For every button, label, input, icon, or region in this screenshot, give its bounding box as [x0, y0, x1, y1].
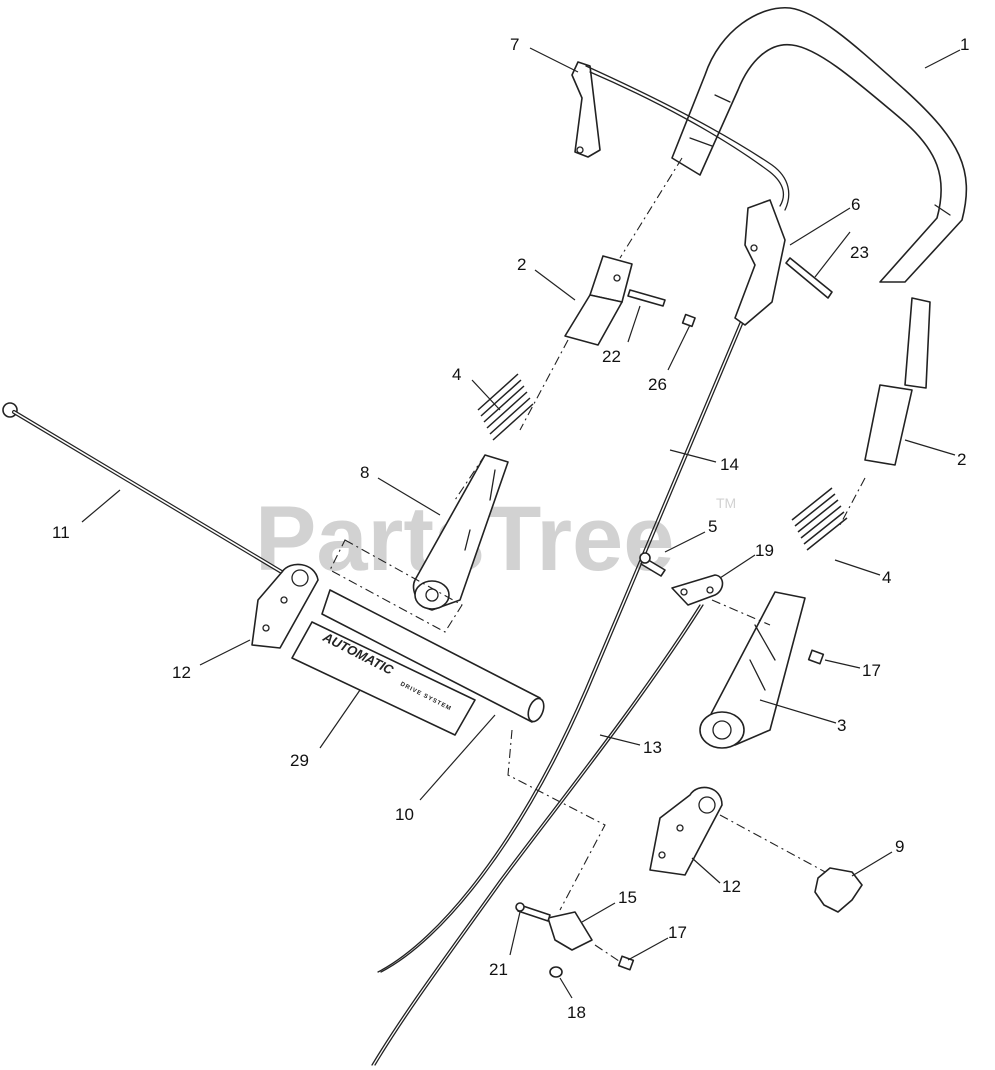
part-4-spring-lower: [791, 487, 848, 551]
watermark-trademark: TM: [716, 495, 736, 511]
callout-12-upper: 12: [172, 663, 191, 682]
leader-lines: [81, 47, 961, 999]
part-22-bolt: [627, 289, 666, 307]
part-17-nut-upper: [807, 649, 825, 665]
part-1-upper-handle: [671, 7, 968, 283]
callout-15: 15: [618, 888, 637, 907]
callout-10: 10: [395, 805, 414, 824]
part-13-cable: [371, 604, 704, 1066]
alignment-lines: [329, 157, 866, 966]
callout-13: 13: [643, 738, 662, 757]
part-5-bolt: [639, 552, 666, 577]
callout-7: 7: [510, 35, 519, 54]
callout-8: 8: [360, 463, 369, 482]
callout-12-lower: 12: [722, 877, 741, 896]
callout-labels: 1 7 6 23 2 22 26 4 14 2 8 11 5 19 4 17 1…: [52, 35, 969, 1022]
callout-1: 1: [960, 35, 969, 54]
part-14-cable: [377, 317, 746, 973]
part-9-knob: [814, 867, 863, 913]
callout-29: 29: [290, 751, 309, 770]
callout-23: 23: [850, 243, 869, 262]
part-3-arm-lower: [699, 591, 806, 749]
callout-18: 18: [567, 1003, 586, 1022]
part-10-shaft: [321, 589, 545, 723]
part-21-screw: [515, 902, 551, 922]
part-15-ferrule: [547, 911, 593, 951]
callout-26: 26: [648, 375, 667, 394]
callout-11: 11: [52, 523, 70, 542]
callout-19: 19: [755, 541, 774, 560]
part-12-bracket-upper: [251, 563, 319, 649]
part-19-link: [671, 574, 724, 606]
callout-17-lower: 17: [668, 923, 687, 942]
callout-21: 21: [489, 960, 508, 979]
part-11-rod: [2, 402, 297, 582]
callout-9: 9: [895, 837, 904, 856]
part-12-bracket-lower: [649, 786, 723, 876]
part-7-bail: [571, 61, 790, 211]
part-8-arm: [412, 454, 509, 611]
part-18-washer: [549, 966, 563, 978]
callout-22: 22: [602, 347, 621, 366]
callout-2-lower: 2: [957, 450, 966, 469]
part-4-spring-upper: [477, 373, 534, 441]
callout-2-upper: 2: [517, 255, 526, 274]
callout-4-lower: 4: [882, 568, 891, 587]
part-23-pin: [785, 257, 833, 299]
part-26-nut: [681, 313, 696, 328]
callout-17-upper: 17: [862, 661, 881, 680]
part-6-bracket: [734, 199, 786, 326]
callout-4-upper: 4: [452, 365, 461, 384]
callout-6: 6: [851, 195, 860, 214]
callout-3: 3: [837, 716, 846, 735]
callout-5: 5: [708, 517, 717, 536]
part-29-decal: AUTOMATIC DRIVE SYSTEM: [291, 621, 476, 736]
part-2-tube-upper: [564, 255, 633, 346]
callout-14: 14: [720, 455, 739, 474]
part-2-tube-lower: [864, 297, 931, 466]
